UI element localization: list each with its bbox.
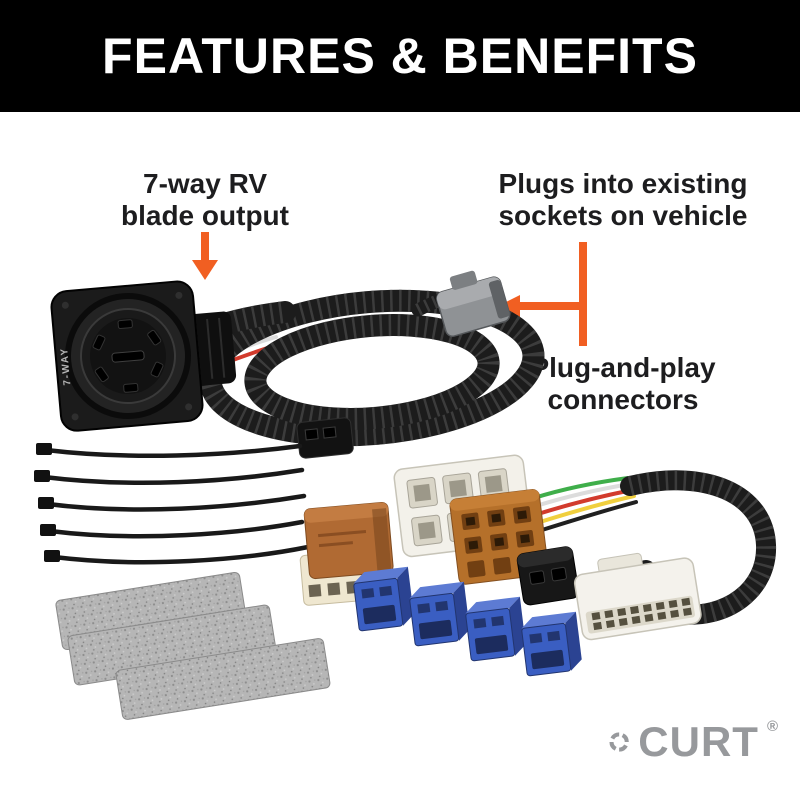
- seven-way-connector: 7-WAY: [50, 280, 237, 432]
- blue-connector: [465, 596, 526, 662]
- header-bar: FEATURES & BENEFITS: [0, 0, 800, 112]
- relay: [299, 502, 394, 606]
- callout-line: Plugs into existing: [498, 168, 748, 199]
- callout-existing-sockets: Plugs into existing sockets on vehicle: [486, 168, 760, 232]
- callout-line: blade output: [121, 200, 289, 231]
- blue-connector: [521, 611, 582, 677]
- foam-pads: [55, 571, 331, 720]
- vehicle-socket-plug: [436, 270, 511, 337]
- arrow-blade-output: [192, 232, 218, 280]
- harness-end-connector: [296, 417, 354, 459]
- blue-connector: [409, 581, 470, 647]
- brand-logo: CURT ®: [608, 716, 778, 768]
- callout-line: 7-way RV: [143, 168, 267, 199]
- callout-line: connectors: [547, 384, 699, 415]
- brand-name: CURT: [638, 718, 759, 765]
- curt-mark-icon: [609, 732, 629, 752]
- arrow-socket-pointer: [498, 242, 587, 346]
- registered-mark: ®: [766, 718, 778, 735]
- callout-plug-and-play: Plug-and-play connectors: [486, 352, 760, 416]
- connector-face-label: 7-WAY: [59, 347, 73, 386]
- multi-pin-connector: [573, 552, 702, 641]
- callout-blade-output: 7-way RV blade output: [70, 168, 340, 232]
- callout-line: sockets on vehicle: [498, 200, 748, 231]
- page-title: FEATURES & BENEFITS: [102, 28, 698, 84]
- cable-ties: [34, 443, 311, 565]
- callout-line: Plug-and-play: [530, 352, 716, 383]
- blue-connector: [353, 566, 414, 632]
- black-connector: [516, 546, 580, 606]
